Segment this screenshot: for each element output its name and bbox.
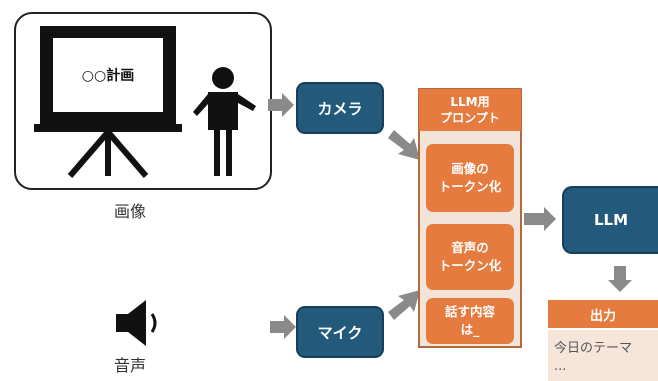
- mic-box: マイク: [296, 306, 384, 358]
- prompt-chip-audio-tokens: 音声の トークン化: [426, 224, 514, 290]
- prompt-chip-speech-content: 話す内容 は_: [426, 298, 514, 344]
- llm-box: LLM: [562, 186, 658, 254]
- output-body: 今日のテーマ ...: [548, 330, 658, 381]
- audio-caption: 音声: [113, 356, 146, 375]
- llm-prompt-header: LLM用 プロンプト: [419, 89, 521, 131]
- arrow-audio-to-mic: [270, 315, 296, 339]
- arrow-prompt-to-llm: [524, 207, 556, 231]
- camera-box: カメラ: [296, 82, 384, 134]
- output-header: 出力: [548, 300, 658, 328]
- image-caption: 画像: [113, 202, 146, 221]
- presenter-icon: [193, 67, 256, 176]
- arrow-camera-to-prompt: [388, 130, 420, 160]
- prompt-chip-image-tokens: 画像の トークン化: [426, 144, 514, 212]
- presentation-screen-icon: [34, 26, 182, 178]
- slide-title: ○○計画: [81, 68, 135, 84]
- speaker-icon: [116, 300, 157, 346]
- arrow-llm-to-output: [608, 266, 632, 292]
- arrow-image-to-camera: [268, 93, 294, 117]
- arrow-mic-to-prompt: [388, 290, 420, 320]
